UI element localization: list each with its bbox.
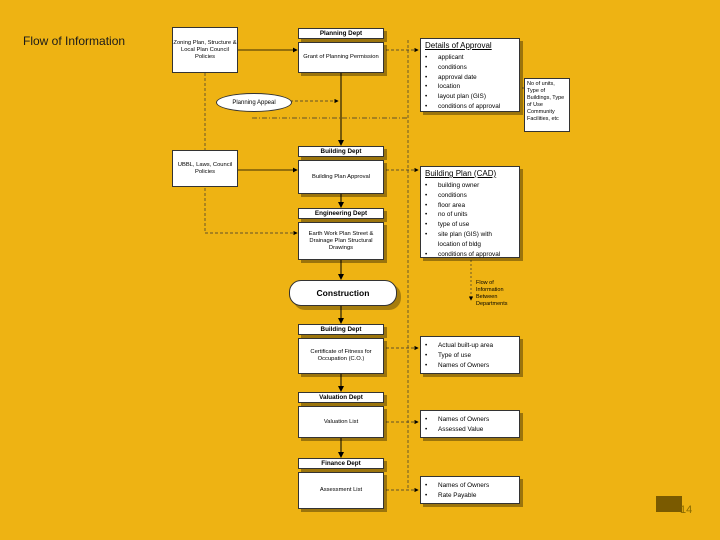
list-item: location — [425, 82, 519, 92]
details-of-approval-box: Details of Approval applicant conditions… — [420, 38, 520, 112]
valuation-details-box: Names of Owners Assessed Value — [420, 410, 520, 438]
list-item: floor area — [425, 201, 519, 211]
list-item: conditions — [425, 191, 519, 201]
zoning-plan-box: Zoning Plan, Structure & Local Plan Coun… — [172, 27, 238, 73]
building-plan-cad-title: Building Plan (CAD) — [425, 169, 497, 178]
list-item: Actual built-up area — [425, 341, 519, 351]
list-item: Names of Owners — [425, 481, 519, 491]
co-details-box: Actual built-up area Type of use Names o… — [420, 336, 520, 374]
zoning-plan-text: Zoning Plan, Structure & Local Plan Coun… — [173, 39, 237, 60]
construction-stage: Construction — [289, 280, 397, 306]
planning-permission-box: Grant of Planning Permission — [298, 42, 384, 73]
list-item: no of units — [425, 210, 519, 220]
list-item: conditions — [425, 63, 519, 73]
list-item: layout plan (GIS) — [425, 92, 519, 102]
building-plan-approval-box: Building Plan Approval — [298, 160, 384, 194]
list-item: Names of Owners — [425, 361, 519, 371]
valuation-dept-header: Valuation Dept — [298, 392, 384, 403]
planning-appeal-oval: Planning Appeal — [216, 93, 292, 112]
building-dept-header: Building Dept — [298, 146, 384, 157]
assessment-list-box: Assessment List — [298, 472, 384, 509]
earth-work-plan-box: Earth Work Plan Street & Drainage Plan S… — [298, 222, 384, 260]
planning-dept-header: Planning Dept — [298, 28, 384, 39]
ubbl-box: UBBL, Laws, Council Policies — [172, 150, 238, 187]
list-item: Names of Owners — [425, 415, 519, 425]
slide-title: Flow of Information — [23, 34, 126, 48]
list-item: Rate Payable — [425, 491, 519, 501]
list-item: conditions of approval — [425, 102, 519, 112]
ubbl-text: UBBL, Laws, Council Policies — [177, 161, 233, 175]
certificate-of-fitness-box: Certificate of Fitness for Occupation (C… — [298, 338, 384, 374]
dashed-zoning-to-engineering — [204, 73, 298, 236]
list-item: conditions of approval — [425, 250, 519, 260]
list-item: site plan (GIS) with location of bldg — [425, 230, 514, 250]
valuation-list-box: Valuation List — [298, 406, 384, 438]
page-number: 14 — [680, 504, 693, 516]
planning-appeal-text: Planning Appeal — [232, 99, 276, 106]
list-item: approval date — [425, 73, 519, 83]
approval-note: No of units, Type of Buildings, Type of … — [524, 78, 570, 132]
flow-between-departments-note: Flow of Information Between Departments — [476, 280, 508, 307]
building-dept-co-header: Building Dept — [298, 324, 384, 335]
page-number-block — [656, 496, 682, 512]
engineering-dept-header: Engineering Dept — [298, 208, 384, 219]
list-item: applicant — [425, 53, 519, 63]
building-plan-cad-box: Building Plan (CAD) building owner condi… — [420, 166, 520, 260]
list-item: type of use — [425, 220, 519, 230]
list-item: building owner — [425, 181, 519, 191]
finance-dept-header: Finance Dept — [298, 458, 384, 469]
finance-details-box: Names of Owners Rate Payable — [420, 476, 520, 504]
details-of-approval-title: Details of Approval — [425, 41, 492, 50]
list-item: Type of use — [425, 351, 519, 361]
list-item: Assessed Value — [425, 425, 519, 435]
